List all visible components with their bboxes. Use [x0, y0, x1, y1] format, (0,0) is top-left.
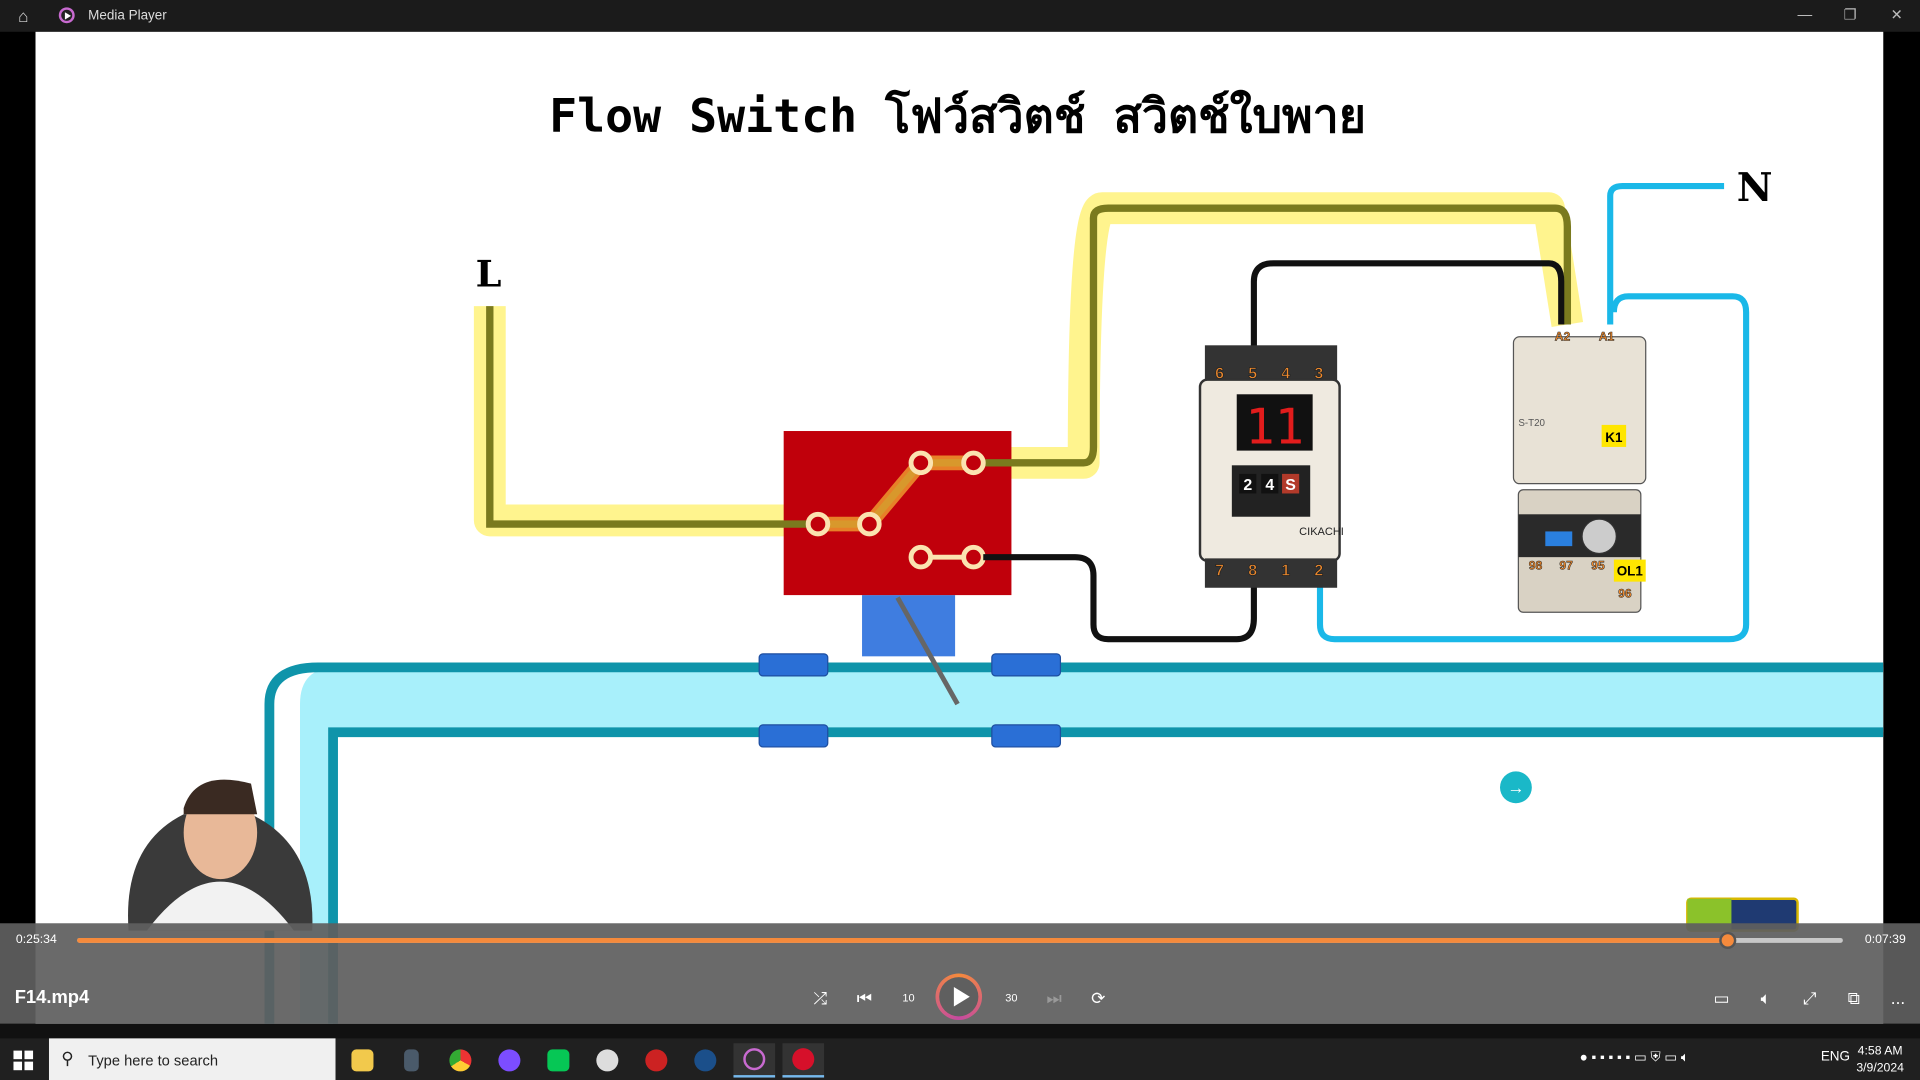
app-red-icon[interactable]: [636, 1043, 678, 1077]
next-button[interactable]: ⏭: [1046, 988, 1062, 1008]
player-controls: 0:25:34 0:07:39 F14.mp4 ⤮ ⏮ 10 30 ⏭ ⟳ ▭ …: [0, 923, 1920, 1024]
timer-terminal: 5: [1248, 365, 1257, 382]
timer-relay: 11 CIKACHI: [1198, 345, 1344, 588]
seek-bar[interactable]: [77, 931, 1843, 949]
close-button[interactable]: ✕: [1890, 6, 1903, 24]
timer-brand: CIKACHI: [1299, 526, 1344, 538]
contactor-model: S-T20: [1518, 418, 1545, 429]
next-slide-icon: [1500, 771, 1532, 804]
app-purple-icon[interactable]: [489, 1043, 531, 1077]
overload-terminal: 96: [1618, 587, 1632, 601]
neutral-return-wire: [1316, 293, 1750, 643]
forward-button[interactable]: 30: [998, 984, 1025, 1011]
language-indicator[interactable]: ENG: [1820, 1049, 1851, 1065]
neutral-wire: [1607, 183, 1725, 325]
coil-terminal: A2: [1555, 329, 1571, 343]
timer-display: 11: [1245, 398, 1304, 455]
neutral-label: N: [1737, 165, 1773, 211]
calculator-icon[interactable]: [391, 1043, 433, 1077]
timer-dial: 4: [1265, 477, 1274, 494]
search-placeholder: Type here to search: [88, 1051, 219, 1069]
presenter-avatar: [128, 779, 313, 931]
magnetic-contactor: S-T20 K1 OL1: [1512, 336, 1647, 613]
app-icon[interactable]: [587, 1043, 629, 1077]
timer-terminal: 7: [1215, 563, 1224, 580]
repeat-button[interactable]: ⟳: [1091, 988, 1106, 1008]
timer-terminal: 1: [1281, 563, 1290, 580]
timer-terminal: 8: [1248, 563, 1257, 580]
live-wire: [486, 204, 1572, 528]
volume-button[interactable]: 🔈︎: [1760, 988, 1771, 1008]
captions-button[interactable]: ▭: [1713, 988, 1730, 1008]
timer-dial: 2: [1243, 477, 1252, 494]
file-explorer-icon[interactable]: [342, 1043, 384, 1077]
rewind-button[interactable]: 10: [895, 984, 922, 1011]
media-player-icon: [58, 7, 75, 24]
home-icon[interactable]: ⌂: [18, 6, 29, 26]
remaining-time: 0:07:39: [1864, 933, 1906, 947]
miniplayer-button[interactable]: ⧉: [1847, 988, 1861, 1008]
video-frame[interactable]: Flow Switch โฟว์สวิตช์ สวิตช์ใบพาย L N: [35, 31, 1884, 1024]
chrome-icon[interactable]: [440, 1043, 482, 1077]
overload-terminal: 98: [1529, 558, 1543, 572]
clock[interactable]: 4:58 AM 3/9/2024: [1856, 1043, 1904, 1077]
timer-terminal: 4: [1281, 365, 1290, 382]
search-icon: ⚲: [61, 1048, 74, 1068]
overload-terminal: 97: [1559, 558, 1573, 572]
title-bar: ⌂ Media Player — ❐ ✕: [0, 0, 1920, 32]
timer-terminal: 2: [1314, 563, 1323, 580]
taskbar: ⚲ Type here to search ● ▪ ▪ ▪ ▪ ▪ ▭ ⛨ ▭ …: [0, 1038, 1920, 1080]
overload-terminal: 95: [1591, 558, 1605, 572]
coil-label: K1: [1605, 430, 1623, 445]
forward-icon: 30: [1005, 991, 1018, 1005]
clock-time: 4:58 AM: [1857, 1044, 1903, 1058]
line-icon[interactable]: [538, 1043, 580, 1077]
clock-date: 3/9/2024: [1856, 1061, 1905, 1076]
start-button[interactable]: [13, 1050, 34, 1071]
seek-thumb[interactable]: [1719, 931, 1737, 949]
tray-icons[interactable]: ● ▪ ▪ ▪ ▪ ▪ ▭ ⛨ ▭ 🔈︎: [1579, 1050, 1689, 1066]
line-label: L: [476, 253, 502, 296]
letterbox-right: [1883, 31, 1920, 1024]
switch-to-timer-wire: [983, 554, 1257, 643]
video-title: Flow Switch โฟว์สวิตช์ สวิตช์ใบพาย: [549, 88, 1366, 143]
letterbox-left: [0, 31, 36, 1024]
play-icon: [939, 977, 979, 1017]
rewind-icon: 10: [902, 991, 915, 1005]
steam-icon[interactable]: [684, 1043, 726, 1077]
seek-bar-progress: [77, 937, 1729, 943]
media-player-taskbar-icon[interactable]: [733, 1043, 776, 1078]
window-title: Media Player: [88, 8, 167, 24]
more-options-button[interactable]: ...: [1890, 988, 1906, 1008]
timer-terminal: 3: [1314, 365, 1323, 382]
elapsed-time: 0:25:34: [15, 933, 57, 947]
minimize-button[interactable]: —: [1797, 6, 1813, 24]
timer-terminal: 6: [1215, 365, 1224, 382]
previous-button[interactable]: ⏮: [856, 988, 873, 1008]
wiring-diagram: Flow Switch โฟว์สวิตช์ สวิตช์ใบพาย L N: [128, 88, 1884, 1024]
timer-to-coil-wire: [1250, 260, 1565, 356]
timer-dial: S: [1285, 477, 1296, 494]
taskbar-search[interactable]: ⚲ Type here to search: [48, 1038, 336, 1080]
svg-text:→: →: [1507, 777, 1524, 797]
file-name: F14.mp4: [14, 986, 90, 1008]
live-wire-highlight: [473, 192, 1584, 537]
coil-terminal: A1: [1599, 329, 1615, 343]
fullscreen-button[interactable]: ⤢: [1802, 988, 1817, 1008]
app-red-active-icon[interactable]: [782, 1043, 825, 1078]
play-button[interactable]: [935, 973, 983, 1021]
restore-button[interactable]: ❐: [1843, 6, 1857, 24]
shuffle-button[interactable]: ⤮: [813, 988, 828, 1008]
overload-label: OL1: [1617, 564, 1644, 579]
